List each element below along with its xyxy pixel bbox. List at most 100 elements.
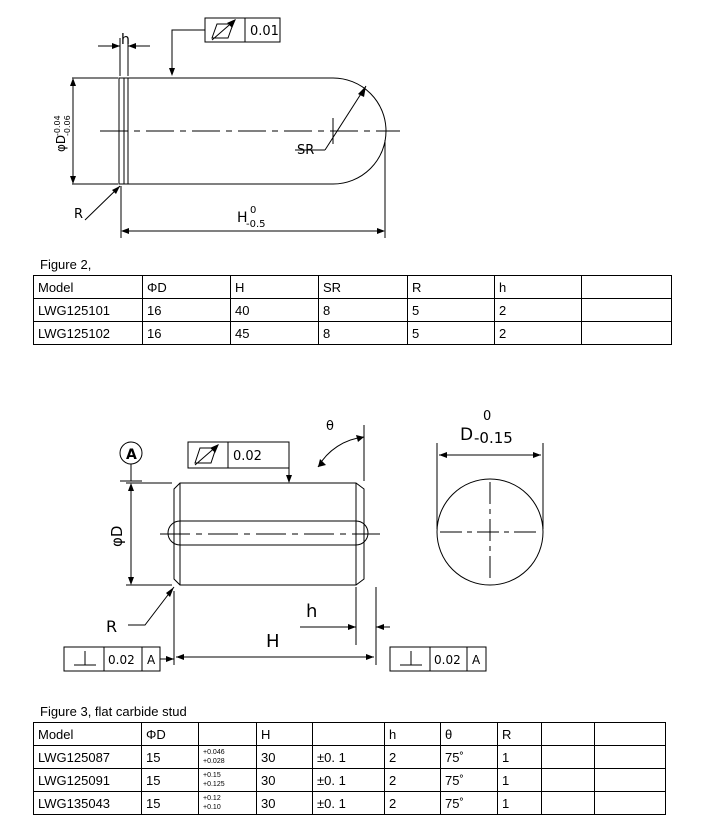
table2-cell-r: 1 <box>497 745 542 769</box>
dim-sr: SR <box>297 143 314 158</box>
table2-header-cell <box>198 722 257 746</box>
figure-2-drawing: A 0.02 θ D 0 -0.15 φD R h H 0.02 A 0.02 … <box>63 409 544 672</box>
table2-cell-h: 2 <box>384 768 441 792</box>
figure-1-drawing: 0.01 h φD -0.04 -0.06 SR R H 0 -0.5 <box>53 17 400 238</box>
table1-header-cell <box>581 275 672 299</box>
table1-header-cell: R <box>407 275 495 299</box>
dim-phiD: φD <box>108 526 126 547</box>
table1-header-cell: ΦD <box>142 275 231 299</box>
table1-cell: LWG125101 <box>33 298 143 322</box>
table2-cell-h-tol: ±0. 1 <box>312 745 385 769</box>
table1-cell <box>581 321 672 345</box>
table2-empty-cell <box>594 791 666 815</box>
tolerance-lower: +0.10 <box>203 804 221 811</box>
table1-cell: 2 <box>494 321 582 345</box>
dim-H: H <box>266 631 280 652</box>
dim-H-tol-lower: -0.5 <box>246 219 266 230</box>
table1-cell: 8 <box>318 298 408 322</box>
fcf-value-1: 0.01 <box>250 24 279 39</box>
dim-diameter-tol-upper: -0.04 <box>53 115 62 136</box>
runout-icon <box>211 19 236 41</box>
table1-cell: 5 <box>407 298 495 322</box>
tolerance-upper: +0.12 <box>203 795 221 802</box>
table2-cell-theta: 75˚ <box>440 745 498 769</box>
table1-caption: Figure 2, <box>40 257 92 272</box>
table2-cell-h: 2 <box>384 791 441 815</box>
table2-header-cell: h <box>384 722 441 746</box>
table1-header-cell: Model <box>33 275 143 299</box>
table2-empty-cell <box>541 745 595 769</box>
table1-cell: 16 <box>142 298 231 322</box>
table2-cell-h-big: 30 <box>256 768 313 792</box>
table2-cell-model: LWG125087 <box>33 745 142 769</box>
fcf-left-datum: A <box>147 653 156 667</box>
table1-header-cell: H <box>230 275 319 299</box>
table2-empty-cell <box>541 768 595 792</box>
tolerance-upper: +0.046 <box>203 749 225 756</box>
table2-cell-h-tol: ±0. 1 <box>312 791 385 815</box>
tolerance-upper: +0.15 <box>203 772 221 779</box>
perpendicularity-icon-right <box>400 651 422 666</box>
table1-cell: 2 <box>494 298 582 322</box>
table1-cell: 5 <box>407 321 495 345</box>
table1-header-cell: SR <box>318 275 408 299</box>
dim-H-tol-upper: 0 <box>250 205 256 216</box>
table2-cell-h-tol: ±0. 1 <box>312 768 385 792</box>
table2-cell-h: 2 <box>384 745 441 769</box>
tolerance-lower: +0.028 <box>203 758 225 765</box>
dim-H: H <box>237 210 248 226</box>
table2-empty-cell <box>541 791 595 815</box>
table2-caption: Figure 3, flat carbide stud <box>40 704 187 719</box>
table1-cell: 8 <box>318 321 408 345</box>
dim-r: R <box>74 207 83 222</box>
fcf-runout-value: 0.02 <box>233 449 262 464</box>
table2-tolerance-cell: +0.046 +0.028 <box>198 745 257 769</box>
dim-D-tol-upper: 0 <box>483 409 491 424</box>
table2-cell-theta: 75˚ <box>440 791 498 815</box>
table1-cell: 16 <box>142 321 231 345</box>
fcf-right-value: 0.02 <box>434 653 461 667</box>
table2-header-cell <box>594 722 666 746</box>
table2-cell-d: 15 <box>141 768 199 792</box>
perpendicularity-icon-left <box>74 651 96 666</box>
table1-header-cell: h <box>494 275 582 299</box>
table1-cell: 40 <box>230 298 319 322</box>
pin-body-outline <box>118 77 387 185</box>
dim-diameter-tol-lower: -0.06 <box>63 115 72 136</box>
table2-empty-cell <box>594 768 666 792</box>
table2-cell-model: LWG125091 <box>33 768 142 792</box>
end-view-circle <box>436 478 544 586</box>
table2-tolerance-cell: +0.15 +0.125 <box>198 768 257 792</box>
table2-header-cell: Model <box>33 722 142 746</box>
table2-cell-h-big: 30 <box>256 791 313 815</box>
table2-header-cell <box>541 722 595 746</box>
runout-icon-2 <box>194 444 219 466</box>
datum-a: A <box>126 447 137 463</box>
fcf-left-value: 0.02 <box>108 653 135 667</box>
dim-diameter: φD <box>54 135 68 152</box>
table2-header-cell: θ <box>440 722 498 746</box>
table2-header-cell: ΦD <box>141 722 199 746</box>
table2-cell-r: 1 <box>497 791 542 815</box>
table2-header-cell: R <box>497 722 542 746</box>
table2-header-cell <box>312 722 385 746</box>
table2-empty-cell <box>594 745 666 769</box>
table2-tolerance-cell: +0.12 +0.10 <box>198 791 257 815</box>
table2-cell-theta: 75˚ <box>440 768 498 792</box>
table2-header-cell: H <box>256 722 313 746</box>
table2-cell-model: LWG135043 <box>33 791 142 815</box>
dim-h-small: h <box>121 32 130 48</box>
dim-R: R <box>106 617 117 636</box>
table1-cell <box>581 298 672 322</box>
dim-D-tol-lower: -0.15 <box>474 429 513 447</box>
tolerance-lower: +0.125 <box>203 781 225 788</box>
